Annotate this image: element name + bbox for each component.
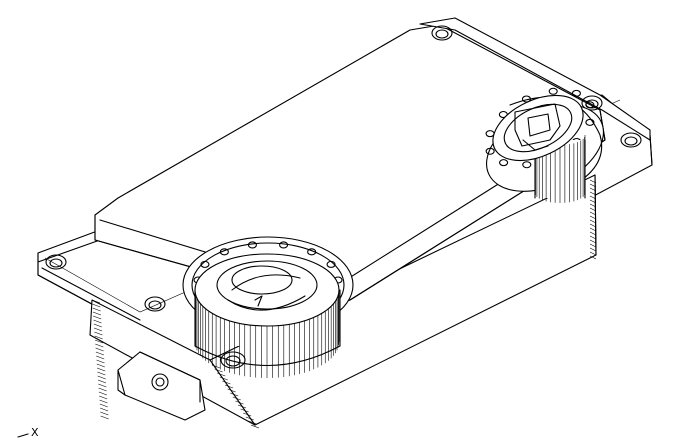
axis-label-x: X [31,426,39,439]
bolt-hole [585,118,595,126]
bolt-hole [522,161,532,169]
bolt-hole [307,248,317,256]
mounting-holes [45,25,642,369]
bolt-hole [247,241,257,249]
mounting-hole [45,254,67,270]
bolt-hole [499,159,509,167]
gear-teeth [194,290,340,378]
bolt-hole [485,147,495,155]
bolt-hole [548,87,558,95]
bolt-hole [219,248,229,256]
bolt-hole [200,260,210,268]
bolt-hole [571,89,581,97]
mounting-hole [431,25,453,41]
mounting-hole [620,132,642,148]
bolt-hole [326,260,336,268]
bolt-hole [279,241,289,249]
connector-tab [117,351,206,421]
gear-assembly-lower [182,236,354,378]
mounting-hole [144,296,166,312]
bolt-hole [585,101,595,109]
top-rail [419,17,651,141]
fillet-hatching [91,179,597,429]
gear-assembly-upper [485,87,604,203]
axis-indicator: X [17,426,39,439]
